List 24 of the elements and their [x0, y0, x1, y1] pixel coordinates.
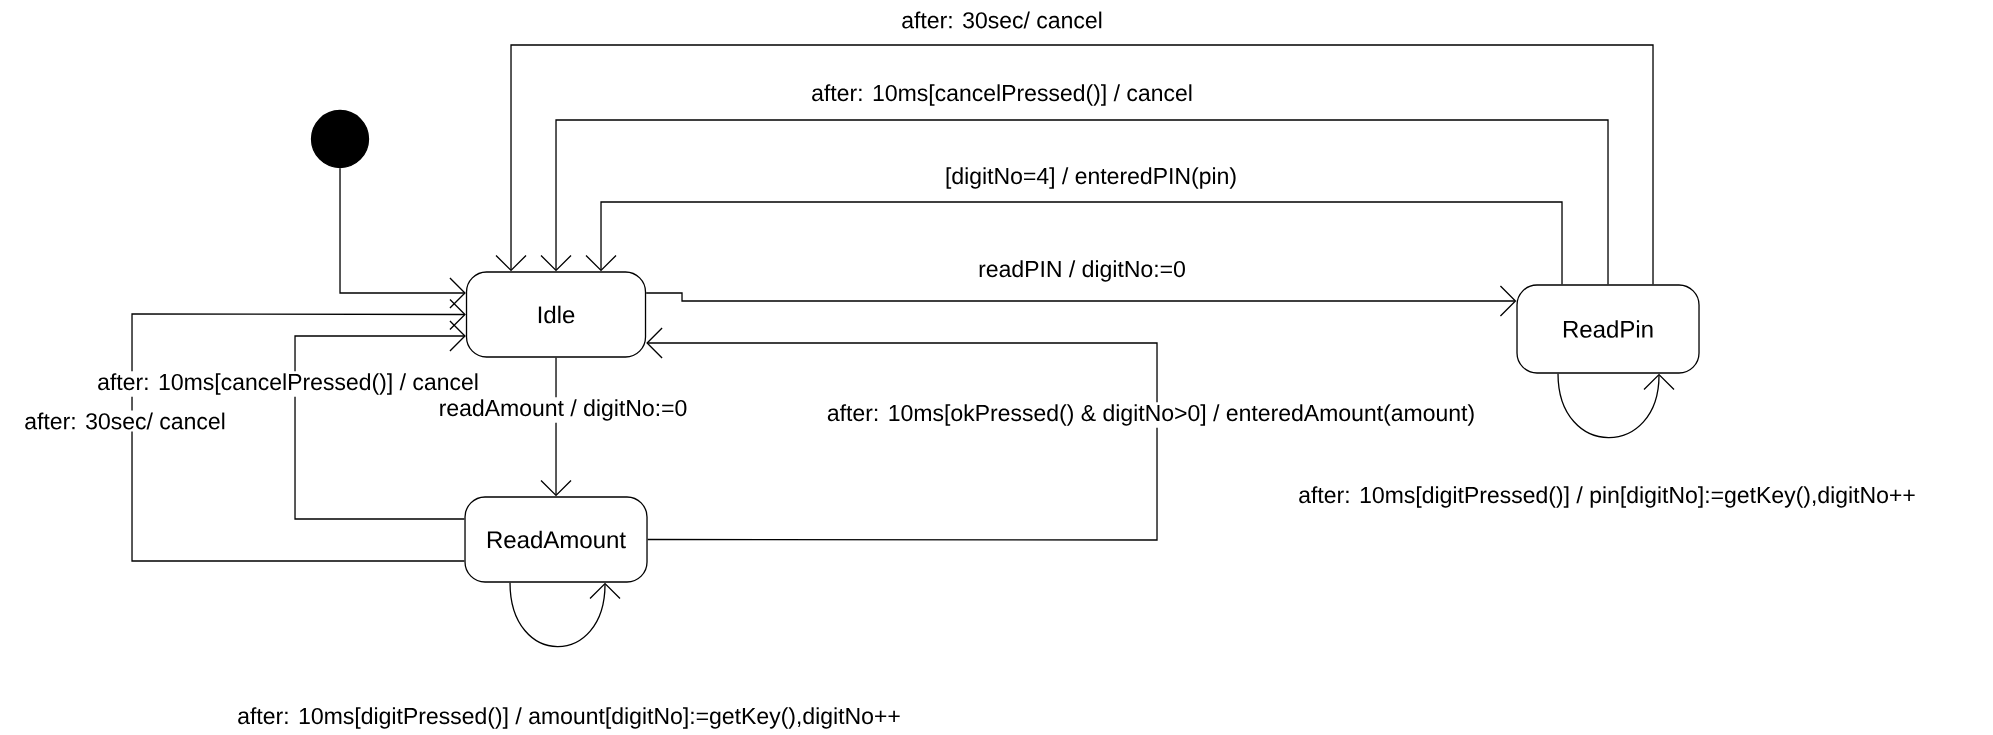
edge-label: after: 10ms[okPressed() & digitNo>0] / enteredAmount(amount)	[824, 402, 1478, 428]
edge-label: after: 30sec/ cancel	[899, 9, 1105, 31]
initial-state	[310, 109, 370, 169]
state-box: ReadPin	[1516, 284, 1700, 374]
transition-arrow	[1557, 373, 1675, 439]
edge-label: readPIN / digitNo:=0	[976, 258, 1188, 284]
transition-arrow	[131, 298, 466, 562]
edge-label: after: 10ms[digitPressed()] / pin[digitNo]:=getKey(),digitNo++	[1296, 484, 1918, 510]
edge-label: after: 10ms[digitPressed()] / amount[digitNo]:=getKey(),digitNo++	[235, 705, 903, 731]
transition-arrow	[645, 285, 1517, 317]
transition-arrow	[509, 582, 621, 648]
transition-arrow	[339, 167, 466, 309]
edge-label: [digitNo=4] / enteredPIN(pin)	[942, 165, 1240, 191]
transition-arrow	[495, 44, 1654, 285]
edge-label: after: 10ms[cancelPressed()] / cancel	[95, 371, 481, 397]
state-box: ReadAmount	[464, 496, 648, 583]
state-box: Idle	[465, 271, 647, 358]
edge-label: after: 30sec/ cancel	[22, 410, 228, 432]
edge-label: after: 10ms[cancelPressed()] / cancel	[809, 82, 1195, 108]
transition-arrow	[294, 320, 466, 520]
transition-arrow	[585, 201, 1563, 285]
transition-arrow	[540, 119, 1609, 285]
transition-arrow	[646, 327, 1158, 541]
edge-label: readAmount / digitNo:=0	[436, 397, 690, 423]
